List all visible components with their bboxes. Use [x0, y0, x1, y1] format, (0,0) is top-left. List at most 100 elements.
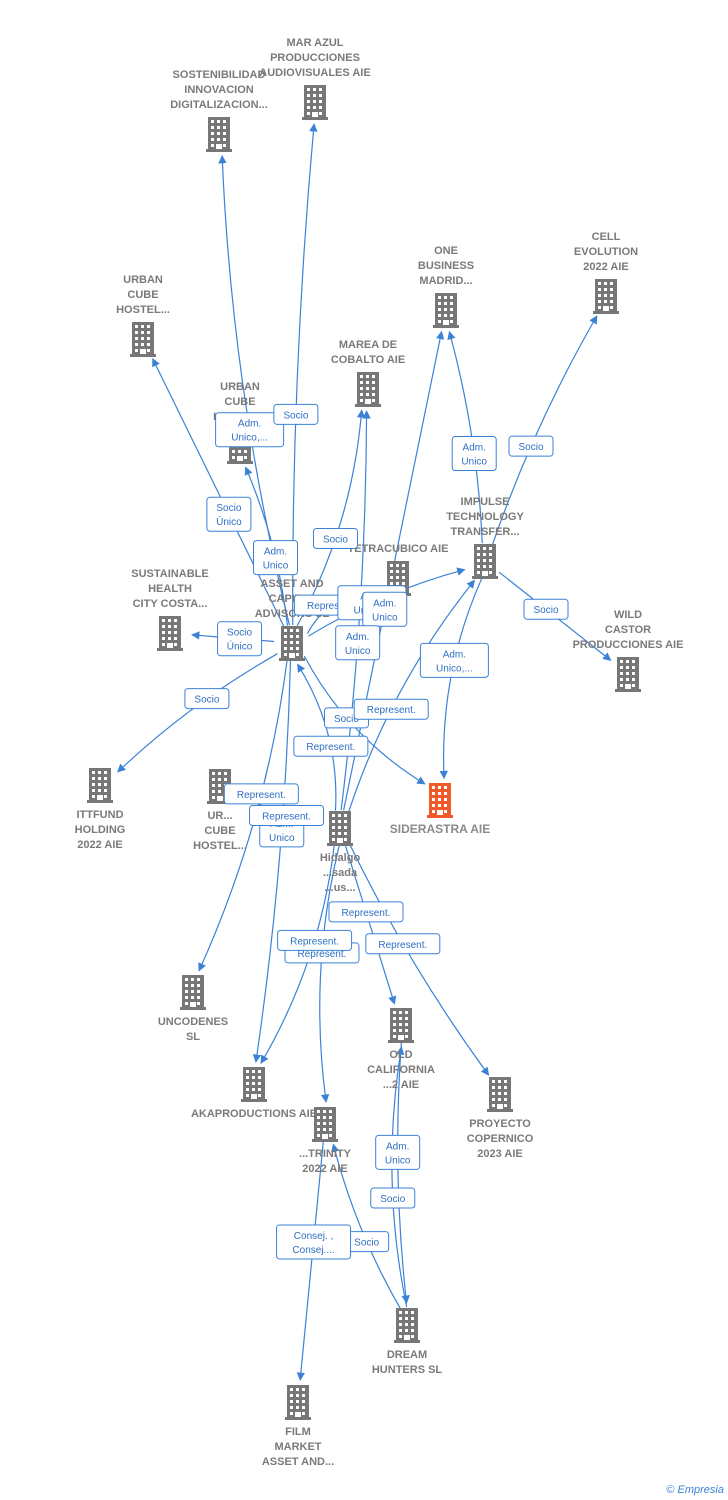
edge-label[interactable]: Adm.Unico — [362, 591, 408, 627]
edge-label[interactable]: Consej. ,Consej.... — [276, 1224, 352, 1260]
edge-label[interactable]: Socio — [312, 528, 358, 550]
node-label-line: ONE — [434, 245, 458, 257]
edge-label[interactable]: Represent. — [249, 804, 325, 826]
edge-labels-layer: Adm.Unico,...SocioSocioÚnicoAdm.UnicoSoc… — [184, 403, 569, 1260]
edge-label[interactable]: Represent. — [223, 783, 299, 805]
edge-label[interactable]: Socio — [344, 1231, 390, 1253]
edge-label-text: Unico — [461, 456, 487, 467]
edge-label-text: Unico — [372, 612, 398, 623]
edge-asset-capital-to-urban-cube-1 — [152, 358, 285, 628]
edge-hidalgo-to-impulse — [348, 579, 476, 813]
node-label-line: Hidalgo — [320, 852, 361, 864]
footer-brand: © Empresia — [666, 1484, 724, 1496]
node-label-line: INNOVACION — [184, 84, 254, 96]
node-label-line: COPERNICO — [467, 1133, 534, 1145]
edge-label-text: Unico — [385, 1155, 411, 1166]
node-label-line: AKAPRODUCTIONS AIE — [191, 1108, 317, 1120]
building-icon — [355, 372, 381, 407]
edge-label[interactable]: Adm. Unico — [451, 435, 497, 471]
node-akaproductions[interactable]: AKAPRODUCTIONS AIE — [191, 1067, 317, 1120]
edge-label[interactable]: Represent. — [365, 933, 441, 955]
edge-label[interactable]: Adm.Unico — [375, 1134, 421, 1170]
edge-label-text: Consej.... — [292, 1245, 334, 1256]
node-urban-cube-3[interactable]: UR...CUBEHOSTEL... — [193, 769, 247, 852]
node-label-line: EVOLUTION — [574, 246, 638, 258]
node-label-line: OLD — [389, 1049, 412, 1061]
node-label-line: SUSTAINABLE — [131, 568, 208, 580]
edge-label-text: Represent. — [307, 601, 356, 612]
edge-label-text: Socio — [227, 628, 252, 639]
node-label-line: SOSTENIBILIDAD — [173, 69, 266, 81]
edge-label-text: Represent. — [306, 742, 355, 753]
node-label-line: MARKET — [274, 1441, 321, 1453]
node-urban-cube-1[interactable]: URBANCUBEHOSTEL... — [116, 274, 170, 357]
node-label-line: DREAM — [387, 1349, 427, 1361]
edge-label[interactable]: Represent. — [328, 901, 404, 923]
edge-label[interactable]: Adm.Unico — [253, 540, 299, 576]
building-icon — [302, 85, 328, 120]
node-hidalgo[interactable]: Hidalgo ...sada ...us... — [320, 811, 361, 894]
edge-label-text: Único — [227, 640, 253, 653]
edge-label[interactable]: Represent. — [353, 698, 429, 720]
building-icon — [312, 1107, 338, 1142]
edge-label[interactable]: Socio — [273, 403, 319, 425]
building-icon — [157, 616, 183, 651]
building-icon — [130, 322, 156, 357]
brand-name[interactable]: Empresia — [677, 1484, 724, 1496]
edge-label-text: Unico — [269, 833, 295, 844]
node-label-line: 2023 AIE — [477, 1148, 522, 1160]
building-icon — [394, 1308, 420, 1343]
edge-label[interactable]: Socio — [508, 435, 554, 457]
node-label-line: DIGITALIZACION... — [170, 99, 268, 111]
node-label-line: PRODUCCIONES AIE — [573, 639, 684, 651]
edge-trinity-to-film-market — [296, 1141, 324, 1381]
node-sostenibilidad[interactable]: SOSTENIBILIDAD INNOVACION DIGITALIZACION..… — [170, 69, 268, 152]
edge-label[interactable]: Socio — [370, 1187, 416, 1209]
node-label-line: HOSTEL... — [116, 304, 170, 316]
edge-label-text: Adm. — [463, 442, 486, 453]
node-impulse[interactable]: IMPULSETECHNOLOGYTRANSFER... — [446, 496, 524, 579]
node-one-business[interactable]: ONEBUSINESSMADRID... — [418, 245, 474, 328]
node-label-line: ASSET AND — [260, 578, 323, 590]
node-label-line: UR... — [207, 810, 232, 822]
node-siderastra[interactable]: SIDERASTRA AIE — [390, 783, 490, 836]
edge-label[interactable]: Socio — [523, 598, 569, 620]
building-icon — [327, 811, 353, 846]
edge-label[interactable]: Adm.Unico,... — [215, 412, 285, 448]
node-label-line: ...us... — [324, 882, 355, 894]
edge-label[interactable]: Adm.Unico — [335, 625, 381, 661]
node-label-line: ...2 AIE — [383, 1079, 419, 1091]
building-icon — [279, 626, 305, 661]
node-label-line: CITY COSTA... — [133, 598, 208, 610]
edge-label[interactable]: Socio — [184, 688, 230, 710]
node-label-line: MADRID... — [419, 275, 472, 287]
edge-label[interactable]: Represent. — [293, 735, 369, 757]
node-label-line: URBAN — [220, 381, 260, 393]
edge-label[interactable]: Represent. — [277, 929, 353, 951]
building-icon — [487, 1077, 513, 1112]
node-label-line: ...sada — [323, 867, 358, 879]
node-label-line: AUDIOVISUALES AIE — [259, 67, 370, 79]
edge-label-text: Represent. — [378, 940, 427, 951]
node-label-line: FILM — [285, 1426, 311, 1438]
edge-label-text: Socio — [194, 695, 219, 706]
edge-label[interactable]: Adm.Unico,... — [419, 642, 489, 678]
edge-label-text: Unico,... — [436, 663, 473, 674]
node-label-line: ...TRINITY — [299, 1148, 352, 1160]
node-tetracubico[interactable]: TETRACUBICO AIE — [347, 543, 449, 596]
edge-label-text: Socio — [380, 1194, 405, 1205]
